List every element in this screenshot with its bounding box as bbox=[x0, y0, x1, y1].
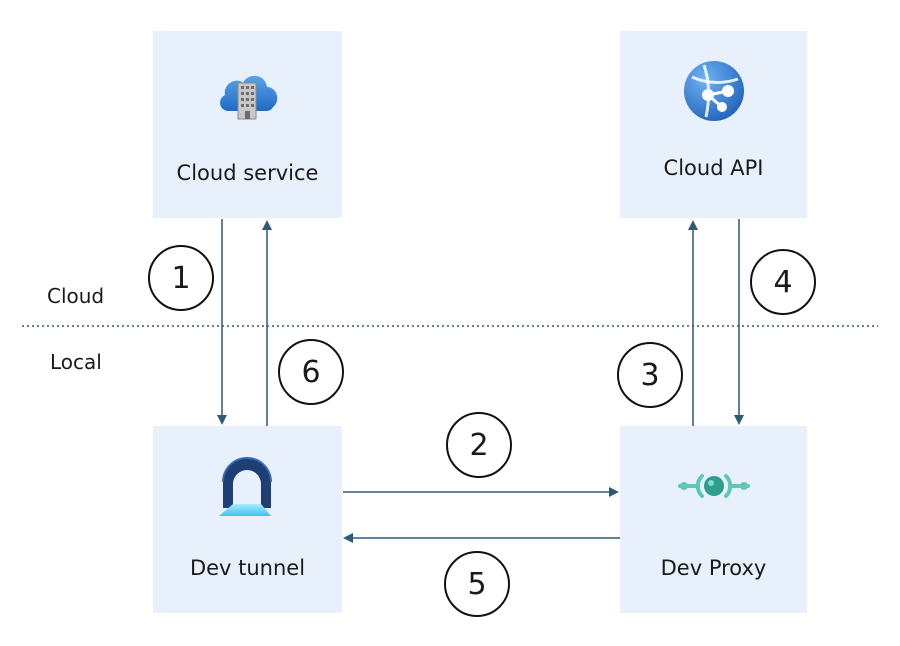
dev-proxy-label: Dev Proxy bbox=[660, 556, 767, 580]
step-3-badge: 3 bbox=[617, 342, 683, 408]
cloud-api-label: Cloud API bbox=[663, 156, 764, 180]
step-1-badge: 1 bbox=[148, 245, 214, 311]
dev-proxy-box: Dev Proxy bbox=[620, 426, 807, 613]
web-globe-icon bbox=[684, 61, 744, 121]
step-5-badge: 5 bbox=[444, 551, 510, 617]
proxy-icon bbox=[678, 474, 750, 498]
cloud-api-box: Cloud API bbox=[620, 31, 807, 218]
step-4-badge: 4 bbox=[750, 249, 816, 315]
cloud-building-icon bbox=[220, 75, 278, 120]
cloud-zone-label: Cloud bbox=[47, 284, 105, 308]
tunnel-icon bbox=[219, 457, 272, 516]
cloud-service-box: Cloud service bbox=[153, 31, 342, 218]
cloud-service-label: Cloud service bbox=[176, 161, 319, 185]
dev-tunnel-box: Dev tunnel bbox=[153, 426, 342, 613]
step-2-badge: 2 bbox=[446, 412, 512, 478]
step-6-badge: 6 bbox=[278, 339, 344, 405]
dev-tunnel-label: Dev tunnel bbox=[189, 556, 306, 580]
local-zone-label: Local bbox=[50, 350, 102, 374]
